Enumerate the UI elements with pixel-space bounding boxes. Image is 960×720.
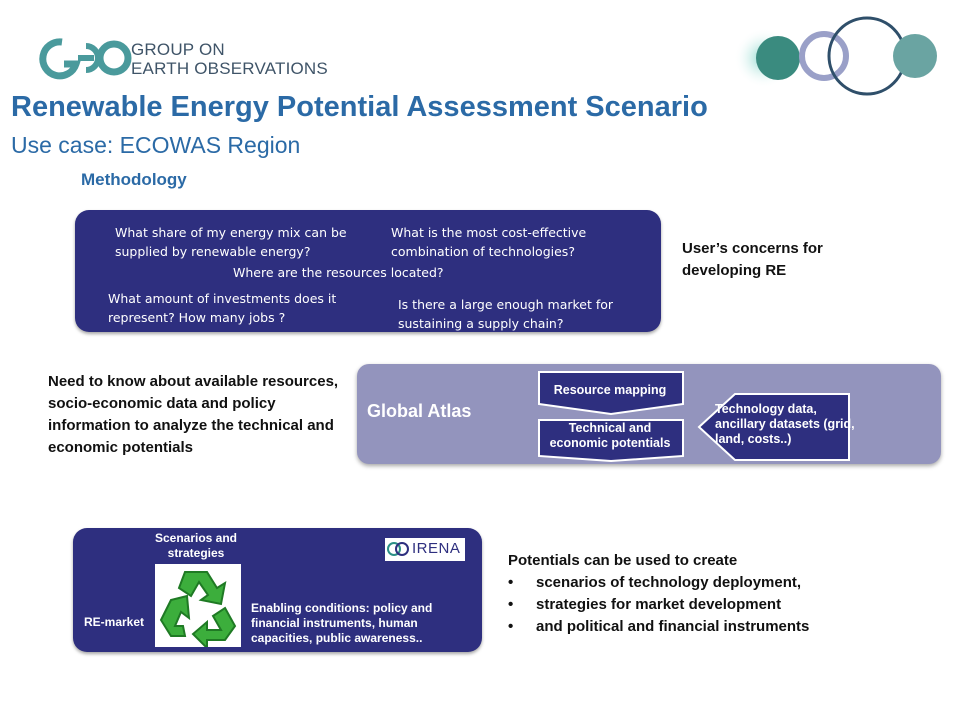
- section-heading: Methodology: [81, 170, 187, 189]
- list-item: • strategies for market development: [508, 594, 948, 616]
- potentials-intro: Potentials can be used to create: [508, 552, 738, 569]
- atlas-box-shapes: [538, 371, 684, 462]
- question-investments: What amount of investments does it repre…: [108, 291, 337, 325]
- re-market-panel: Scenarios and strategies RE-market Enabl…: [73, 528, 482, 652]
- global-atlas-panel: Global Atlas Resource mapping Technical …: [357, 364, 941, 464]
- geo-logo-icon: [39, 38, 132, 80]
- bullet-text: and political and financial instruments: [536, 618, 810, 635]
- bullet-icon: •: [508, 618, 514, 635]
- logo-line-2: EARTH OBSERVATIONS: [131, 59, 328, 78]
- enabling-conditions-label: Enabling conditions: policy and financia…: [251, 601, 433, 645]
- question-resource-location: Where are the resources located?: [233, 265, 444, 280]
- concerns-label: User’s concerns for developing RE: [682, 240, 823, 279]
- page-subtitle: Use case: ECOWAS Region: [11, 132, 301, 158]
- potentials-text-block: Potentials can be used to create • scena…: [508, 550, 948, 638]
- bullet-icon: •: [508, 574, 514, 591]
- recycle-icon: [155, 564, 241, 651]
- concerns-panel: What share of my energy mix can be suppl…: [75, 210, 661, 332]
- need-label: Need to know about available resources, …: [48, 373, 339, 456]
- technology-data-box: Technology data, ancillary datasets (gri…: [715, 402, 855, 446]
- irena-logo-text: IRENA: [412, 540, 461, 557]
- list-item: • and political and financial instrument…: [508, 616, 948, 638]
- bullet-text: strategies for market development: [536, 596, 782, 613]
- global-atlas-title: Global Atlas: [367, 401, 472, 421]
- irena-logo-icon: IRENA: [385, 538, 465, 561]
- list-item: • scenarios of technology deployment,: [508, 572, 948, 594]
- page-title: Renewable Energy Potential Assessment Sc…: [11, 91, 708, 123]
- geo-circles-icon: [734, 16, 937, 96]
- resource-mapping-box: Resource mapping: [553, 383, 667, 397]
- logo-line-1: GROUP ON: [131, 40, 225, 59]
- question-cost-effective: What is the most cost-effective combinat…: [391, 225, 587, 259]
- question-market-size: Is there a large enough market for susta…: [398, 297, 614, 331]
- question-energy-share: What share of my energy mix can be suppl…: [115, 225, 347, 259]
- geo-logo-text: GROUP ON EARTH OBSERVATIONS: [131, 40, 328, 78]
- tech-data-arrow-shape: [697, 393, 850, 461]
- bullet-icon: •: [508, 596, 514, 613]
- re-market-label: RE-market: [84, 615, 145, 629]
- bullet-text: scenarios of technology deployment,: [536, 574, 802, 591]
- potentials-box: Technical and economic potentials: [549, 421, 671, 450]
- scenarios-label: Scenarios and strategies: [154, 531, 238, 560]
